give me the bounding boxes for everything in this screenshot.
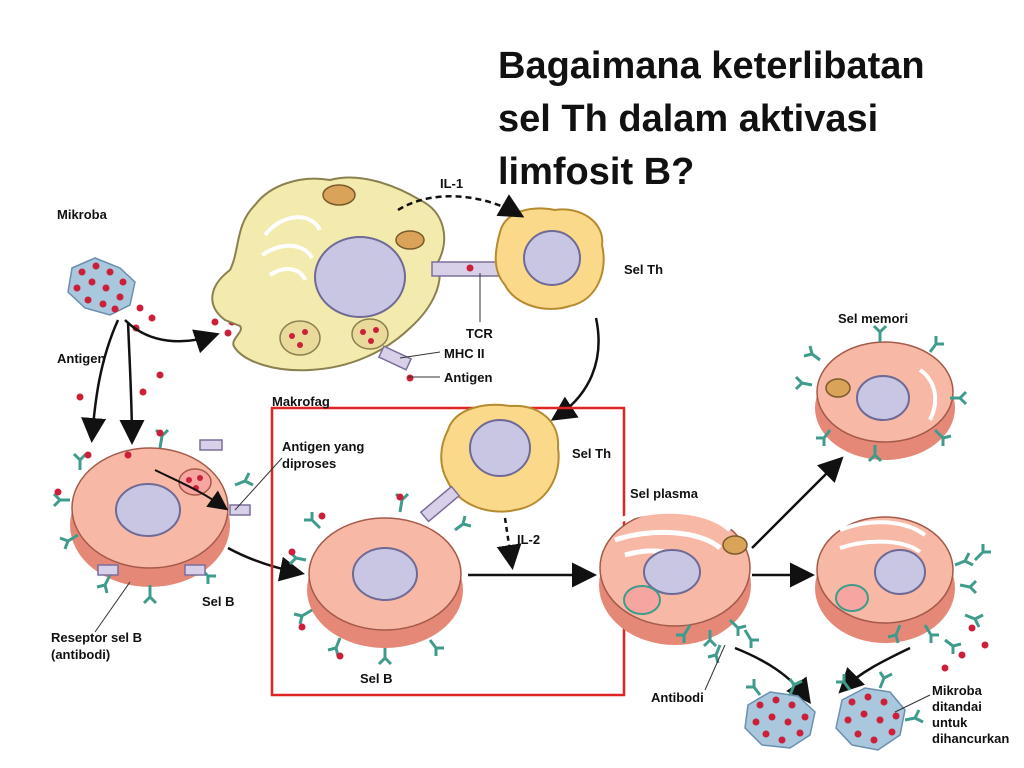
- label-antigen-diproses-1: Antigen yang: [282, 439, 364, 454]
- label-mikroba-ditandai-3: untuk: [932, 715, 968, 730]
- arrow-to-bcell-2: [119, 321, 145, 445]
- arrow-to-macrophage: [124, 319, 220, 354]
- label-il2: IL-2: [517, 532, 540, 547]
- leader-lines: [94, 273, 931, 713]
- label-sel-memori: Sel memori: [838, 311, 908, 326]
- page-title: Bagaimana keterlibatan sel Th dalam akti…: [498, 40, 998, 199]
- label-mikroba-ditandai-2: ditandai: [932, 699, 982, 714]
- label-antigen-left: Antigen: [57, 351, 105, 366]
- arrow-to-bcell-1: [81, 319, 120, 443]
- arrow-right-to-microbe: [838, 646, 911, 694]
- label-il1: IL-1: [440, 176, 463, 191]
- plasma-cell-right: [815, 516, 991, 672]
- label-tcr: TCR: [466, 326, 493, 341]
- label-mikroba: Mikroba: [57, 207, 108, 222]
- arrow-to-antibody-microbe: [734, 646, 811, 705]
- label-reseptor-1: Reseptor sel B: [51, 630, 142, 645]
- label-mikroba-ditandai-1: Mikroba: [932, 683, 983, 698]
- title-line-1: Bagaimana keterlibatan: [498, 45, 925, 87]
- label-reseptor-2: (antibodi): [51, 647, 110, 662]
- label-sel-th-box: Sel Th: [572, 446, 611, 461]
- arrow-to-memory: [751, 456, 844, 549]
- memory-cell: [794, 324, 968, 463]
- label-antigen-diproses-2: diproses: [282, 456, 336, 471]
- label-mikroba-ditandai-4: dihancurkan: [932, 731, 1009, 746]
- title-line-2: sel Th dalam aktivasi: [498, 98, 879, 140]
- il1-arrow: [397, 194, 525, 218]
- th-cell-box: [419, 403, 560, 523]
- label-antibodi: Antibodi: [651, 690, 704, 705]
- microbe-coated-right: [835, 671, 924, 751]
- microbe-top-left: [67, 257, 136, 316]
- arrow-bcell-to-box: [227, 546, 305, 582]
- plasma-cell: [599, 508, 759, 664]
- label-sel-b-box: Sel B: [360, 671, 393, 686]
- il2-arrow: [496, 517, 522, 570]
- label-antigen-mac: Antigen: [444, 370, 492, 385]
- b-cell-box: [288, 492, 472, 666]
- microbe-coated-left: [744, 678, 816, 749]
- b-cell-left: [52, 428, 254, 605]
- title-line-3: limfosit B?: [498, 151, 695, 193]
- macrophage: [211, 176, 503, 382]
- label-sel-plasma: Sel plasma: [630, 486, 699, 501]
- label-sel-th-top: Sel Th: [624, 262, 663, 277]
- th-cell-top: [494, 207, 605, 310]
- label-mhc2: MHC II: [444, 346, 484, 361]
- arrow-th-to-th: [550, 317, 600, 421]
- label-sel-b-left: Sel B: [202, 594, 235, 609]
- arrow-internal: [154, 469, 229, 511]
- label-makrofag: Makrofag: [272, 394, 330, 409]
